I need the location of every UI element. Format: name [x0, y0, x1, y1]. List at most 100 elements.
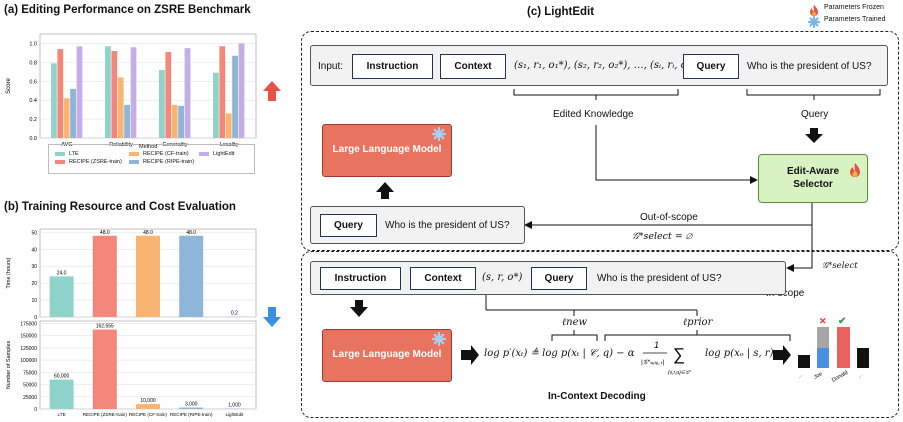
bar-value-label: 48.0	[143, 230, 153, 236]
llm-up-arrow	[376, 182, 394, 199]
y-tick-label: 50000	[23, 383, 37, 389]
y-tick-label: 75000	[23, 370, 37, 376]
question-text: Who is the president of US?	[597, 273, 722, 284]
bar-value-label: 1,000	[228, 403, 241, 409]
y-axis-label: Number of Samples	[6, 340, 12, 389]
x-tick-label: RECIPE (ZSRE-train)	[83, 412, 128, 417]
snowflake-icon	[807, 15, 821, 33]
panel-c-title: (c) LightEdit	[527, 6, 595, 18]
formula-right-arrow	[773, 345, 791, 365]
bar	[111, 51, 118, 138]
bar	[225, 113, 232, 138]
edited-knowledge-brace	[513, 89, 679, 100]
x-tick-label: RECIPE (CF-train)	[129, 412, 167, 417]
fire-icon	[848, 162, 862, 183]
l-new-label: ℓnew	[562, 317, 588, 328]
bar	[178, 105, 184, 138]
legend-label: LTE	[69, 151, 79, 157]
legend-swatch	[55, 152, 65, 156]
bar-value-label: 24.0	[57, 270, 67, 276]
formula-right: log p(xₒ | s, r)	[705, 348, 774, 359]
svg-text:∑: ∑	[673, 345, 685, 364]
in-context-decoding-label: In-Context Decoding	[548, 391, 646, 402]
edit-aware-selector-box: Edit-Aware Selector	[758, 154, 868, 203]
y-axis-label: Score	[6, 78, 12, 94]
llm-right-arrow	[461, 345, 479, 365]
legend-swatch	[55, 160, 65, 164]
y-tick-label: 20	[31, 281, 37, 287]
svg-text:…: …	[796, 372, 804, 380]
fire-icon	[808, 3, 822, 16]
bar	[51, 63, 57, 138]
bar	[159, 69, 165, 138]
y-axis-label: Time (hours)	[6, 257, 12, 288]
bar	[179, 407, 204, 409]
bar	[219, 46, 226, 138]
svg-text:…: …	[856, 372, 864, 380]
bar-value-label: 3,000	[185, 402, 198, 408]
llm-upper-box: Large Language Model	[322, 124, 452, 177]
bar-other	[798, 355, 810, 368]
bar-label-joe: Joe	[813, 371, 824, 381]
snowflake-icon	[431, 126, 447, 146]
query-box: Query	[531, 267, 587, 290]
y-tick-label: 100000	[20, 358, 37, 364]
bar	[213, 72, 219, 138]
legend-item: RECIPE (ZSRE-train)	[55, 159, 122, 165]
legend-title: Method	[139, 144, 158, 150]
context-box: Context	[440, 54, 506, 79]
l-new-brace	[551, 330, 598, 341]
bar-value-label: 48.0	[100, 230, 110, 236]
bar	[171, 104, 178, 138]
bar	[136, 404, 160, 409]
out-of-scope-label: Out-of-scope	[640, 212, 698, 223]
bar-label-donald: Donald	[831, 370, 849, 384]
x-tick-label: Generality	[162, 142, 187, 148]
y-tick-label: 0.6	[29, 79, 37, 85]
x-tick-label: LTE	[58, 412, 66, 417]
legend-swatch	[129, 160, 139, 164]
bar-value-label: 10,000	[140, 398, 156, 404]
x-tick-label: AVG	[61, 142, 72, 148]
bar	[92, 329, 117, 409]
question-text: Who is the president of US?	[385, 220, 510, 231]
bar	[117, 77, 124, 138]
edited-knowledge-label: Edited Knowledge	[553, 109, 634, 120]
legend-swatch	[129, 152, 139, 156]
query-box: Query	[683, 54, 739, 79]
legend-label: LightEdit	[213, 151, 235, 157]
bar	[184, 48, 191, 138]
svg-text:|𝒢*ₛₑₗₑ꜀ₜ|: |𝒢*ₛₑₗₑ꜀ₜ|	[641, 359, 664, 366]
triple-text: (s, r, o*)	[482, 272, 523, 283]
bar	[57, 49, 64, 138]
check-icon: ✔	[838, 316, 846, 327]
l-prior-brace	[604, 330, 791, 341]
bar-joe-prior	[817, 327, 829, 348]
y-tick-label: 0	[34, 407, 37, 413]
y-tick-label: 150000	[20, 334, 37, 340]
y-tick-label: 0	[34, 315, 37, 321]
bar	[92, 235, 117, 317]
bar-value-label: 60,000	[54, 374, 70, 380]
lower-dashed-region	[301, 251, 899, 418]
context-tuples: (s₁, r₁, o₁*), (s₂, r₂, o₂*), …, (sᵢ, rᵢ…	[514, 60, 698, 71]
y-tick-label: 0.4	[29, 98, 37, 104]
bar	[165, 51, 172, 138]
y-tick-label: 1.0	[29, 41, 37, 47]
output-distribution-chart: ✕ ✔ … Joe Donald …	[796, 316, 869, 384]
bar	[179, 235, 204, 317]
x-tick-label: RECIPE (RIPE-train)	[170, 412, 213, 417]
l-prior-label: ℓprior	[683, 317, 713, 328]
panel-a-title: (a) Editing Performance on ZSRE Benchmar…	[4, 4, 251, 16]
bar	[130, 47, 137, 138]
bar-value-label: 162,555	[96, 324, 114, 330]
bar-other	[857, 348, 869, 368]
y-tick-label: 0.8	[29, 60, 37, 66]
legend-item: RECIPE (CF-train)	[129, 151, 189, 157]
formula-fraction-sum: 1 |𝒢*ₛₑₗₑ꜀ₜ| ∑ (s,r,o)∈𝒢*	[641, 340, 692, 376]
llm-lower-box: Large Language Model	[322, 329, 452, 382]
bar	[49, 276, 74, 317]
